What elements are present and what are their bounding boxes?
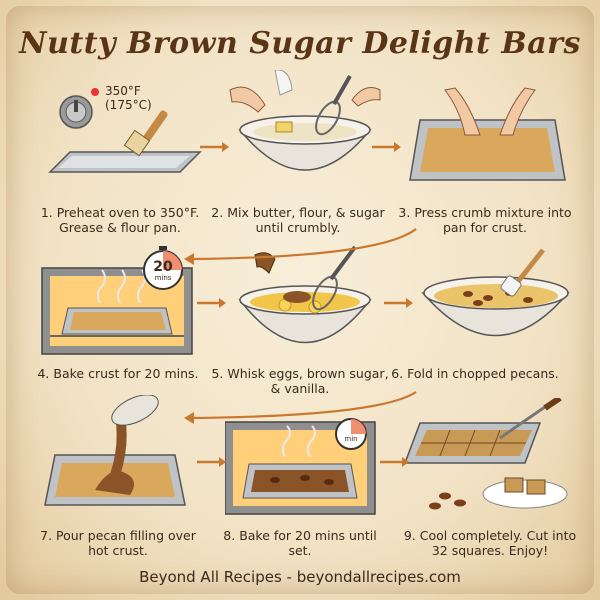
arrow-3-to-4 (184, 228, 417, 265)
step-2-illustration (220, 70, 390, 200)
arrow-5-to-6 (384, 298, 413, 308)
step-5-caption: 5. Whisk eggs, brown sugar, & vanilla. (211, 366, 389, 396)
step-6-illustration (418, 248, 588, 358)
timer-unit: mins (154, 274, 172, 282)
arrow-8-to-9 (380, 457, 409, 467)
arrow-2-to-3 (372, 142, 401, 152)
step-3-illustration (405, 80, 575, 200)
temp-celsius: (175°C) (105, 98, 152, 112)
temp-fahrenheit: 350°F (105, 84, 141, 98)
step-8-illustration (225, 412, 395, 522)
step-5-illustration (225, 245, 395, 360)
step-1-caption: 1. Preheat oven to 350°F. Grease & flour… (40, 205, 200, 235)
step-7-caption: 7. Pour pecan filling over hot crust. (40, 528, 196, 558)
arrow-7-to-8 (197, 457, 226, 467)
timer-icon: 20 mins (140, 245, 186, 291)
timer-2-unit: min (344, 435, 358, 443)
timer-minutes: 20 (153, 259, 173, 275)
step-6-caption: 6. Fold in chopped pecans. (391, 366, 559, 381)
arrow-6-to-7 (184, 391, 417, 424)
step-8-caption: 8. Bake for 20 mins until set. (223, 528, 377, 558)
oven-temperature: 350°F (175°C) (105, 84, 152, 112)
timer-2-icon: min (333, 415, 369, 451)
step-2-caption: 2. Mix butter, flour, & sugar until crum… (211, 205, 385, 235)
step-7-illustration (40, 395, 210, 520)
step-3-caption: 3. Press crumb mixture into pan for crus… (398, 205, 572, 235)
page-title: Nutty Brown Sugar Delight Bars (19, 26, 581, 61)
step-1-illustration (40, 72, 210, 202)
step-9-illustration (405, 398, 575, 523)
step-4-caption: 4. Bake crust for 20 mins. (37, 366, 199, 381)
footer-credit: Beyond All Recipes - beyondallrecipes.co… (139, 568, 461, 586)
step-9-caption: 9. Cool completely. Cut into 32 squares.… (403, 528, 577, 558)
arrow-1-to-2 (200, 142, 229, 152)
arrow-4-to-5 (197, 298, 226, 308)
